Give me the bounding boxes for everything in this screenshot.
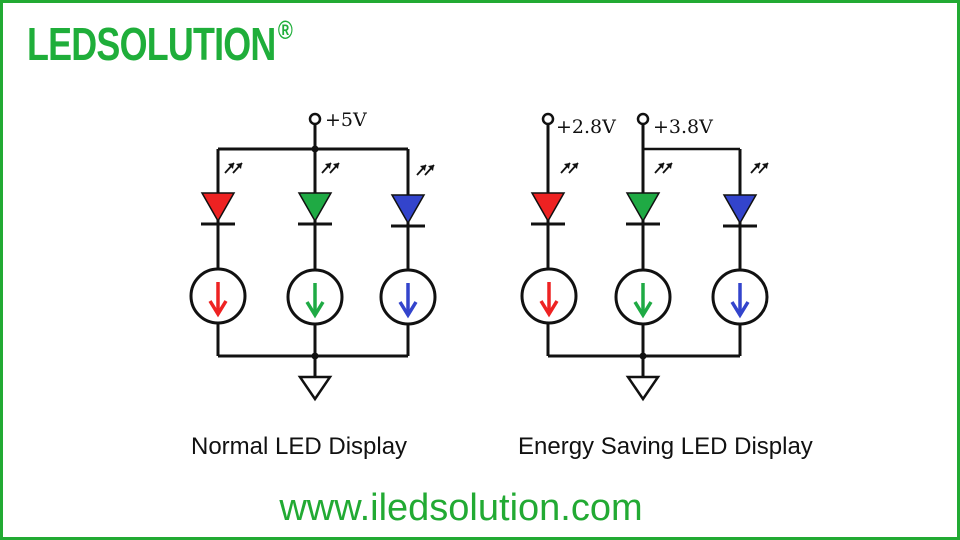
- voltage-label: +3.8V: [653, 116, 713, 138]
- current-source-red: [520, 267, 578, 325]
- supply-terminal-3-8v: [636, 112, 650, 126]
- voltage-label: +5V: [325, 109, 367, 131]
- registered-mark: ®: [277, 15, 293, 45]
- supply-terminal-2-8v: [541, 112, 555, 126]
- supply-terminal-5v: [308, 112, 322, 126]
- light-emission-icon: [560, 162, 579, 174]
- led-green: [625, 162, 673, 226]
- logo-text: LEDSOLUTION: [27, 18, 276, 70]
- current-source-blue: [711, 268, 769, 326]
- current-source-green: [614, 268, 672, 326]
- voltage-label: +2.8V: [556, 116, 616, 138]
- light-emission-icon: [224, 162, 243, 174]
- led-blue: [390, 164, 435, 228]
- light-emission-icon: [750, 162, 769, 174]
- circuit-diagrams: +5V: [189, 109, 769, 402]
- current-source-green: [286, 268, 344, 326]
- website-url[interactable]: www.iledsolution.com: [279, 487, 643, 529]
- light-emission-icon: [321, 162, 340, 174]
- energy-saving-circuit: [541, 112, 742, 376]
- caption-energy-saving: Energy Saving LED Display: [518, 433, 813, 460]
- current-source-blue: [379, 268, 437, 326]
- led-red: [200, 162, 243, 226]
- light-emission-icon: [654, 162, 673, 174]
- ground-icon: [297, 375, 333, 402]
- led-red: [530, 162, 579, 226]
- normal-circuit: [216, 112, 410, 376]
- brand-logo: LEDSOLUTION®: [27, 17, 293, 70]
- light-emission-icon: [416, 164, 435, 176]
- ground-icon: [625, 375, 661, 402]
- caption-normal: Normal LED Display: [191, 433, 408, 460]
- led-green: [297, 162, 340, 226]
- led-blue: [722, 162, 769, 228]
- current-source-red: [189, 267, 247, 325]
